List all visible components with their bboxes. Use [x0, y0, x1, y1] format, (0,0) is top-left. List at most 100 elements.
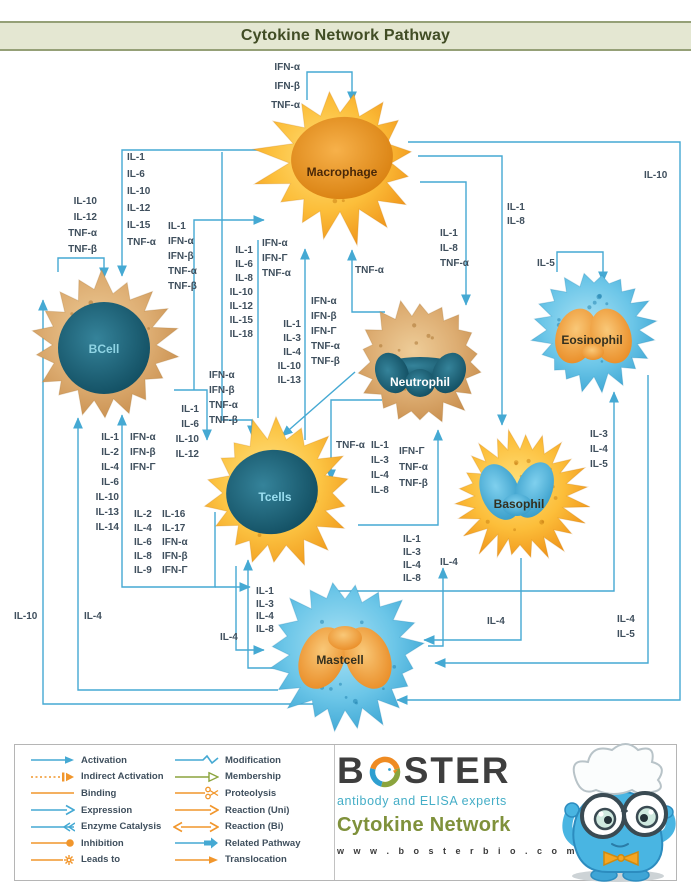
legend-item-binding: Binding [29, 785, 164, 802]
boster-wordmark: B STER [337, 750, 578, 791]
legend-column-2: Modification Membership Proteolysis Reac… [173, 752, 301, 868]
legend-item-leads-to: Leads to [29, 852, 164, 869]
brand-block: B STER antibody and ELISA experts Cytoki… [337, 750, 578, 856]
cytokine-group: IL-1 IL-6 IL-8 IL-10 IL-12 IL-15 IL-18 [229, 245, 253, 340]
cytokine-group: IL-4 [220, 632, 238, 643]
cytokine-group: TNF-α [336, 440, 365, 451]
legend-label: Binding [81, 787, 117, 799]
neutrophil-nucleus [374, 352, 467, 397]
bcell-nucleus [58, 302, 150, 394]
brand-product-name: Cytokine Network [337, 814, 511, 836]
cytokine-group: IL-1 IL-3 IL-4 IL-8 [371, 440, 389, 496]
cytokine-group: IL-4 [440, 557, 458, 568]
cytokine-group: IL-16 IL-17 IFN-α IFN-β IFN-Γ [162, 509, 188, 576]
mastcell-label: Mastcell [316, 653, 363, 667]
title-bar: Cytokine Network Pathway [0, 21, 691, 51]
reaction-bi-arrow-icon [173, 821, 219, 832]
legend-label: Translocation [225, 854, 287, 866]
bcell-label: BCell [89, 342, 120, 356]
reaction-uni-arrow-icon [175, 804, 219, 816]
membership-arrow-icon [175, 771, 219, 783]
basophil-label: Basophil [494, 497, 545, 511]
cytokine-group: IL-3 IL-4 IL-5 [590, 429, 608, 470]
legend-item-activation: Activation [29, 752, 164, 769]
legend-label: Indirect Activation [81, 771, 164, 783]
legend-item-enzyme-catalysis: Enzyme Catalysis [29, 818, 164, 835]
related-pathway-arrow-icon [175, 837, 218, 849]
cytokine-group: TNF-α [355, 265, 384, 276]
neutrophil-label: Neutrophil [390, 375, 450, 389]
cytokine-group: IL-4 [84, 611, 102, 622]
legend-label: Activation [81, 754, 127, 766]
macrophage-nucleus [291, 116, 393, 200]
legend-item-expression: Expression [29, 802, 164, 819]
indirect-activation-arrow-icon [31, 772, 74, 782]
modification-icon [175, 755, 219, 765]
cytokine-group: IL-1 IFN-α IFN-β TNF-α TNF-β [168, 221, 197, 292]
cytokine-group: IL-10 IL-12 TNF-α TNF-β [68, 196, 97, 255]
legend-label: Proteolysis [225, 787, 277, 799]
translocation-arrow-icon [175, 856, 218, 864]
cytokine-group: IFN-α IFN-Γ TNF-α [262, 238, 291, 279]
cytokine-group: IL-1 IL-2 IL-4 IL-6 IL-10 IL-13 IL-14 [95, 432, 119, 533]
cytokine-group: IL-1 IL-6 IL-10 IL-12 IL-15 TNF-α [127, 152, 156, 248]
legend-label: Related Pathway [225, 837, 301, 849]
cytokine-group: IL-1 IL-6 IL-10 IL-12 [175, 404, 199, 460]
cell-name-labels: Macrophage BCell Tcells Neutrophil Eosin… [89, 165, 623, 667]
inhibition-icon [31, 839, 74, 848]
brand-tagline: antibody and ELISA experts [337, 794, 507, 808]
legend-item-membership: Membership [173, 769, 301, 786]
cell-nuclei [58, 116, 632, 689]
eosinophil-label: Eosinophil [561, 333, 622, 347]
boster-o-logo-icon [369, 756, 400, 788]
proteolysis-scissors-icon [175, 787, 219, 800]
cytokine-group: IL-1 IL-8 [507, 202, 525, 227]
page-title: Cytokine Network Pathway [240, 27, 451, 44]
tcells-label: Tcells [258, 490, 291, 504]
wordmark-suffix: STER [403, 750, 511, 791]
cytokine-group: IL-1 IL-3 IL-4 IL-10 IL-13 [277, 319, 301, 386]
connector-lines [38, 71, 681, 705]
macrophage-label: Macrophage [307, 165, 378, 179]
legend-divider [334, 745, 335, 880]
cytokine-group-macrophage-self: IFN-α IFN-β TNF-α [271, 62, 300, 111]
eosinophil-nucleus [555, 308, 632, 364]
activation-arrow-icon [31, 756, 74, 765]
cytokine-group: IFN-α IFN-β TNF-α TNF-β [209, 370, 238, 426]
legend-item-reaction-bi: Reaction (Bi) [173, 818, 301, 835]
cytokine-group: IFN-α IFN-β IFN-Γ [130, 432, 156, 473]
legend-label: Reaction (Uni) [225, 804, 290, 816]
cytokine-group: IL-4 IL-5 [617, 614, 635, 640]
cytokine-group: IL-1 IL-8 TNF-α [440, 228, 469, 269]
cytokine-group-eosinophil-self: IL-5 [537, 258, 555, 269]
cytokine-group: IFN-Γ TNF-α TNF-β [399, 446, 428, 489]
legend-item-proteolysis: Proteolysis [173, 785, 301, 802]
cytokine-group: IL-10 [644, 170, 668, 181]
cytokine-group: IFN-α IFN-β IFN-Γ TNF-α TNF-β [311, 296, 340, 367]
legend-item-related-pathway: Related Pathway [173, 835, 301, 852]
legend-label: Expression [81, 804, 133, 816]
expression-arrow-icon [31, 804, 75, 816]
basophil-nucleus [479, 462, 554, 520]
legend-item-reaction-uni: Reaction (Uni) [173, 802, 301, 819]
legend-panel: Activation Indirect Activation Binding E… [14, 744, 677, 881]
legend-label: Leads to [81, 854, 121, 866]
cytokine-group: IL-2 IL-4 IL-6 IL-8 IL-9 [134, 509, 152, 576]
legend-label: Membership [225, 771, 281, 783]
mascot-character-icon [562, 743, 676, 882]
legend-item-indirect-activation: Indirect Activation [29, 769, 164, 786]
cytokine-group: IL-10 [14, 611, 38, 622]
legend-label: Enzyme Catalysis [81, 821, 162, 833]
enzyme-catalysis-icon [31, 822, 75, 832]
mastcell-nucleus [298, 626, 392, 689]
leads-to-icon [31, 854, 74, 865]
wordmark-prefix: B [337, 750, 366, 791]
tcells-nucleus [226, 449, 318, 535]
legend-label: Reaction (Bi) [225, 821, 284, 833]
legend-label: Modification [225, 754, 281, 766]
boster-mascot [548, 736, 691, 890]
legend-item-inhibition: Inhibition [29, 835, 164, 852]
cytokine-group: IL-1 IL-3 IL-4 IL-8 [403, 534, 421, 584]
cytokine-group: IL-1 IL-3 IL-4 IL-8 [256, 586, 274, 635]
